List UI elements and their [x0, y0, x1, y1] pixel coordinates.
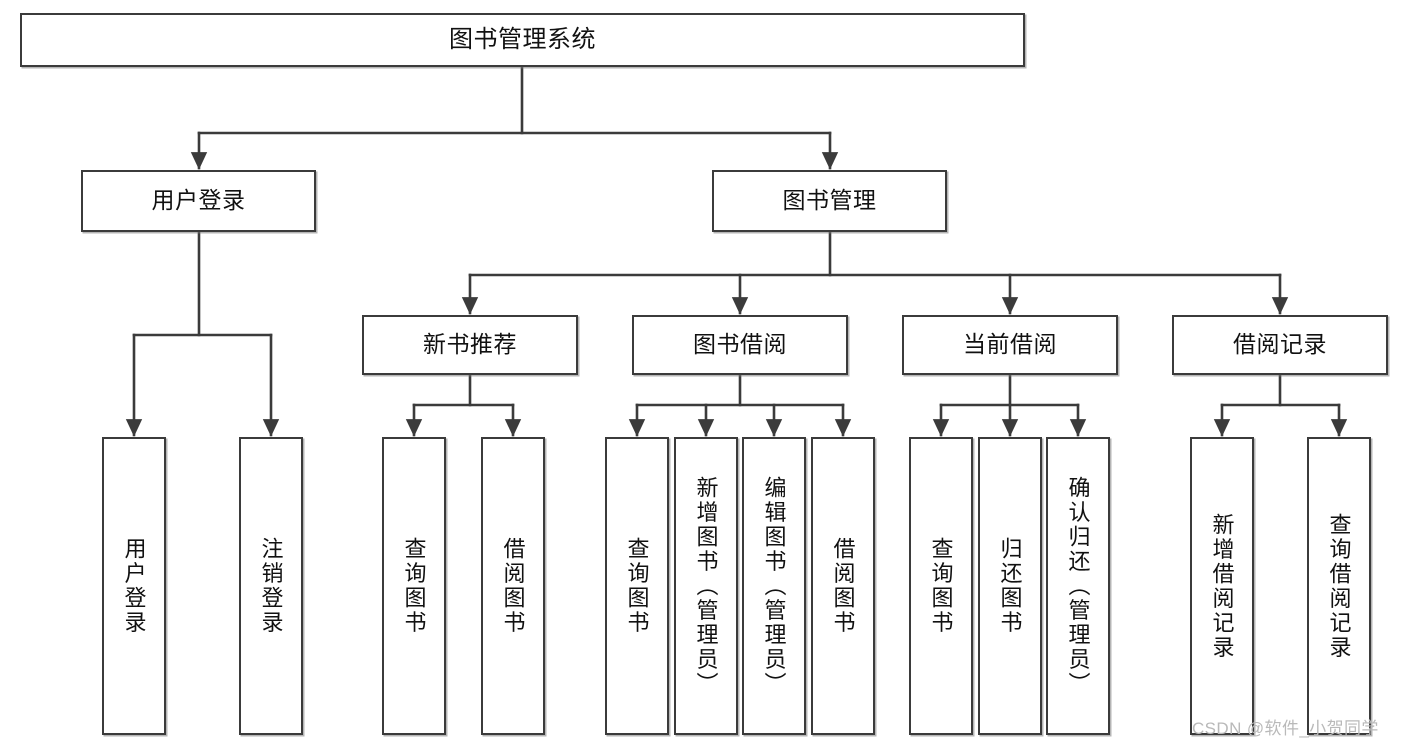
node-user-login[interactable]: 用户登录	[81, 170, 316, 232]
leaf-label: 编辑图书（管理员）	[761, 475, 787, 697]
leaf-borrow-record-add[interactable]: 新增借阅记录	[1190, 437, 1254, 735]
leaf-book-borrow-borrow[interactable]: 借阅图书	[811, 437, 875, 735]
leaf-current-borrow-return[interactable]: 归还图书	[978, 437, 1042, 735]
leaf-label: 借阅图书	[830, 537, 856, 635]
leaf-label: 查询图书	[928, 537, 954, 635]
node-user-login-label: 用户登录	[151, 187, 246, 214]
leaf-label: 确认归还（管理员）	[1065, 475, 1091, 697]
leaf-book-borrow-edit[interactable]: 编辑图书（管理员）	[742, 437, 806, 735]
leaf-label: 新增图书（管理员）	[693, 475, 719, 697]
leaf-user-login-logout[interactable]: 注销登录	[239, 437, 303, 735]
leaf-label: 注销登录	[258, 537, 284, 635]
node-current-borrow[interactable]: 当前借阅	[902, 315, 1118, 375]
node-new-book-recommend[interactable]: 新书推荐	[362, 315, 578, 375]
leaf-book-borrow-query[interactable]: 查询图书	[605, 437, 669, 735]
node-book-borrow[interactable]: 图书借阅	[632, 315, 848, 375]
leaf-label: 新增借阅记录	[1209, 512, 1235, 660]
leaf-new-book-borrow[interactable]: 借阅图书	[481, 437, 545, 735]
leaf-user-login-login[interactable]: 用户登录	[102, 437, 166, 735]
node-current-borrow-label: 当前借阅	[963, 331, 1057, 358]
leaf-label: 查询图书	[624, 537, 650, 635]
node-book-borrow-label: 图书借阅	[693, 331, 787, 358]
leaf-new-book-query[interactable]: 查询图书	[382, 437, 446, 735]
node-book-manage[interactable]: 图书管理	[712, 170, 947, 232]
leaf-label: 借阅图书	[500, 537, 526, 635]
leaf-label: 查询借阅记录	[1326, 512, 1352, 660]
node-root[interactable]: 图书管理系统	[20, 13, 1025, 67]
node-borrow-record-label: 借阅记录	[1233, 331, 1327, 358]
leaf-label: 归还图书	[997, 537, 1023, 635]
leaf-borrow-record-query[interactable]: 查询借阅记录	[1307, 437, 1371, 735]
leaf-current-borrow-query[interactable]: 查询图书	[909, 437, 973, 735]
leaf-book-borrow-add[interactable]: 新增图书（管理员）	[674, 437, 738, 735]
node-book-manage-label: 图书管理	[782, 187, 877, 214]
leaf-label: 查询图书	[401, 537, 427, 635]
node-borrow-record[interactable]: 借阅记录	[1172, 315, 1388, 375]
node-new-book-recommend-label: 新书推荐	[423, 331, 517, 358]
csdn-watermark: CSDN @软件_小贺同学	[1192, 719, 1379, 738]
node-root-label: 图书管理系统	[449, 25, 596, 53]
leaf-current-borrow-confirm[interactable]: 确认归还（管理员）	[1046, 437, 1110, 735]
leaf-label: 用户登录	[121, 537, 147, 635]
